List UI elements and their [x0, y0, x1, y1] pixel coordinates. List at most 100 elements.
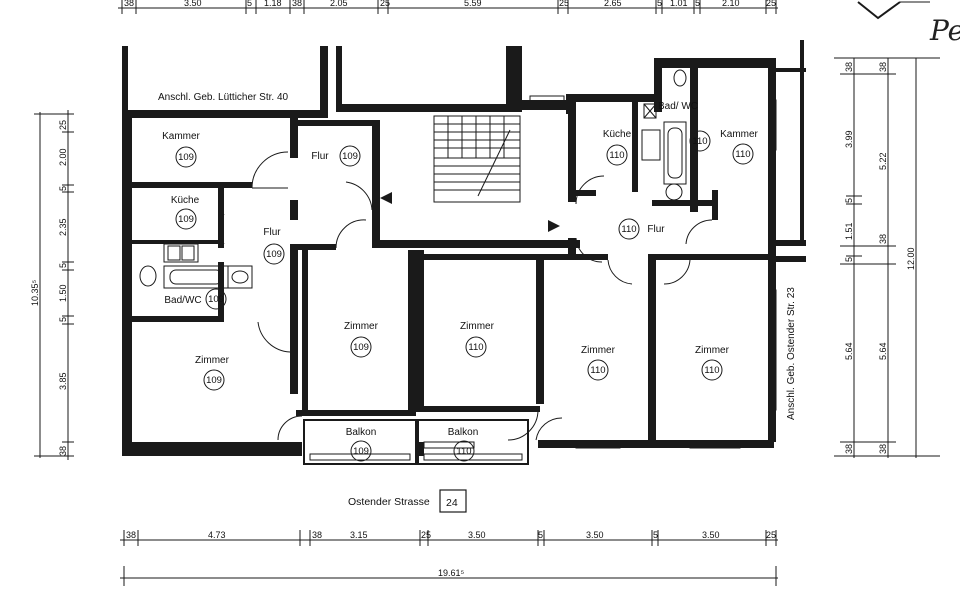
house-number-box — [439, 489, 467, 513]
dim-top-3: 5 — [247, 0, 252, 8]
dim-left-5: 5 — [58, 263, 68, 268]
room-label-balkon-110: Balkon — [448, 427, 479, 438]
door-swings — [219, 151, 713, 441]
room-label-zimmer-109-middle: Zimmer — [344, 321, 379, 332]
right-dimension-chain: 38 3.99 5 1.51 5 5.64 38 38 5.22 38 5.64… — [834, 57, 940, 458]
dim-left-1: 25 — [58, 120, 68, 130]
dim-top-2: 3.50 — [184, 0, 202, 8]
dim-bottom-7: 5 — [538, 530, 543, 540]
dim-bottom-3: 38 — [312, 530, 322, 540]
dim-bottom-10: 3.50 — [702, 530, 720, 540]
dim-left-4: 2.35 — [58, 218, 68, 236]
room-label-bad-110: Bad/ WC — [658, 101, 698, 112]
bathroom-fixtures — [139, 69, 687, 289]
dim-bottom-4: 3.15 — [350, 530, 368, 540]
room-label-zimmer-109-left: Zimmer — [195, 355, 230, 366]
room-label-flur-110: Flur — [647, 224, 665, 235]
dim-top-6: 2.05 — [330, 0, 348, 8]
room-number-flur-109-lower: 109 — [266, 249, 282, 260]
room-number-flur-109-upper: 109 — [342, 151, 358, 162]
room-number-zimmer-110-a: 110 — [468, 342, 483, 353]
neighbour-label-top: Anschl. Geb. Lütticher Str. 40 — [158, 92, 289, 103]
room-label-zimmer-110-a: Zimmer — [460, 321, 495, 332]
room-number-zimmer-109-left: 109 — [206, 375, 222, 386]
dim-right-5: 5 — [844, 257, 854, 262]
room-label-bad-109: Bad/WC — [164, 295, 201, 306]
room-number-balkon-109: 109 — [353, 446, 369, 457]
room-label-kammer-110: Kammer — [720, 129, 758, 140]
top-dimension-chain: 38 3.50 5 1.18 38 2.05 25 5.59 25 2.65 5… — [118, 0, 778, 14]
room-number-zimmer-109-middle: 109 — [353, 342, 369, 353]
dim-left-3: 5 — [58, 186, 68, 191]
dim-top-9: 25 — [559, 0, 569, 8]
entrance-arrows — [380, 192, 560, 232]
room-number-zimmer-110-c: 110 — [704, 365, 719, 376]
dim-top-12: 1.01 — [670, 0, 688, 8]
dim-right-mid-2: 5.22 — [878, 152, 888, 170]
dim-left-2: 2.00 — [58, 148, 68, 166]
dim-bottom-11: 25 — [766, 530, 776, 540]
room-number-kueche-110: 110 — [609, 150, 624, 161]
dim-top-4: 1.18 — [264, 0, 282, 8]
room-label-zimmer-110-b: Zimmer — [581, 345, 616, 356]
outer-walls — [122, 40, 806, 456]
room-number-kammer-109: 109 — [178, 152, 194, 163]
house-number: 24 — [446, 497, 458, 509]
room-label-zimmer-110-c: Zimmer — [695, 345, 730, 356]
dim-top-10: 2.65 — [604, 0, 622, 8]
dim-bottom-6: 3.50 — [468, 530, 486, 540]
room-number-kammer-110: 110 — [735, 149, 750, 160]
dim-top-13: 5 — [695, 0, 700, 8]
dim-bottom-9: 5 — [653, 530, 658, 540]
dim-left-8: 3.85 — [58, 372, 68, 390]
room-number-bad-110: 110 — [692, 136, 707, 147]
room-label-flur-109-lower: Flur — [263, 227, 281, 238]
dim-bottom-1: 38 — [126, 530, 136, 540]
street-name: Ostender Strasse — [348, 496, 430, 508]
staircase — [433, 115, 521, 203]
left-dimension-chain: 25 2.00 5 2.35 5 1.50 5 3.85 38 10.35⁵ — [30, 110, 74, 460]
dim-right-mid-4: 5.64 — [878, 342, 888, 360]
dim-right-7: 38 — [844, 444, 854, 454]
room-number-zimmer-110-b: 110 — [590, 365, 605, 376]
room-number-kueche-109: 109 — [178, 214, 194, 225]
dim-top-11: 5 — [657, 0, 662, 8]
dim-top-15: 25 — [766, 0, 776, 8]
dim-top-1: 38 — [124, 0, 134, 8]
dim-right-mid-5: 38 — [878, 444, 888, 454]
north-arrow-icon — [857, 1, 930, 20]
windows — [123, 59, 777, 453]
room-label-flur-109-upper: Flur — [311, 151, 329, 162]
room-label-balkon-109: Balkon — [346, 427, 377, 438]
dim-right-3: 5 — [844, 198, 854, 203]
dim-left-7: 5 — [58, 317, 68, 322]
room-label-kueche-110: Küche — [603, 129, 632, 140]
dim-right-total: 12.00 — [906, 247, 916, 270]
dim-right-6: 5.64 — [844, 342, 854, 360]
dim-bottom-5: 25 — [421, 530, 431, 540]
dim-right-1: 38 — [844, 62, 854, 72]
dim-right-mid-1: 38 — [878, 62, 888, 72]
room-label-kammer-109: Kammer — [162, 131, 200, 142]
dim-bottom-2: 4.73 — [208, 530, 226, 540]
dim-top-14: 2.10 — [722, 0, 740, 8]
room-number-balkon-110: 110 — [456, 446, 471, 457]
dim-right-2: 3.99 — [844, 130, 854, 148]
bottom-dimension-chain: 38 4.73 38 3.15 25 3.50 5 3.50 5 3.50 25… — [120, 530, 778, 586]
dim-right-mid-3: 38 — [878, 234, 888, 244]
room-label-kueche-109: Küche — [171, 195, 200, 206]
room-number-flur-110: 110 — [621, 224, 636, 235]
dim-bottom-8: 3.50 — [586, 530, 604, 540]
dim-bottom-total: 19.61⁵ — [438, 568, 465, 578]
neighbour-label-right: Anschl. Geb. Ostender Str. 23 — [786, 287, 797, 420]
interior-walls — [132, 66, 768, 440]
dim-top-8: 5.59 — [464, 0, 482, 8]
dim-left-6: 1.50 — [58, 284, 68, 302]
dim-top-5: 38 — [292, 0, 302, 8]
dim-right-4: 1.51 — [844, 222, 854, 240]
balconies — [303, 419, 529, 465]
signature-fragment: Pe — [929, 14, 960, 47]
dim-top-7: 25 — [380, 0, 390, 8]
room-number-bad-109: 109 — [208, 294, 224, 305]
